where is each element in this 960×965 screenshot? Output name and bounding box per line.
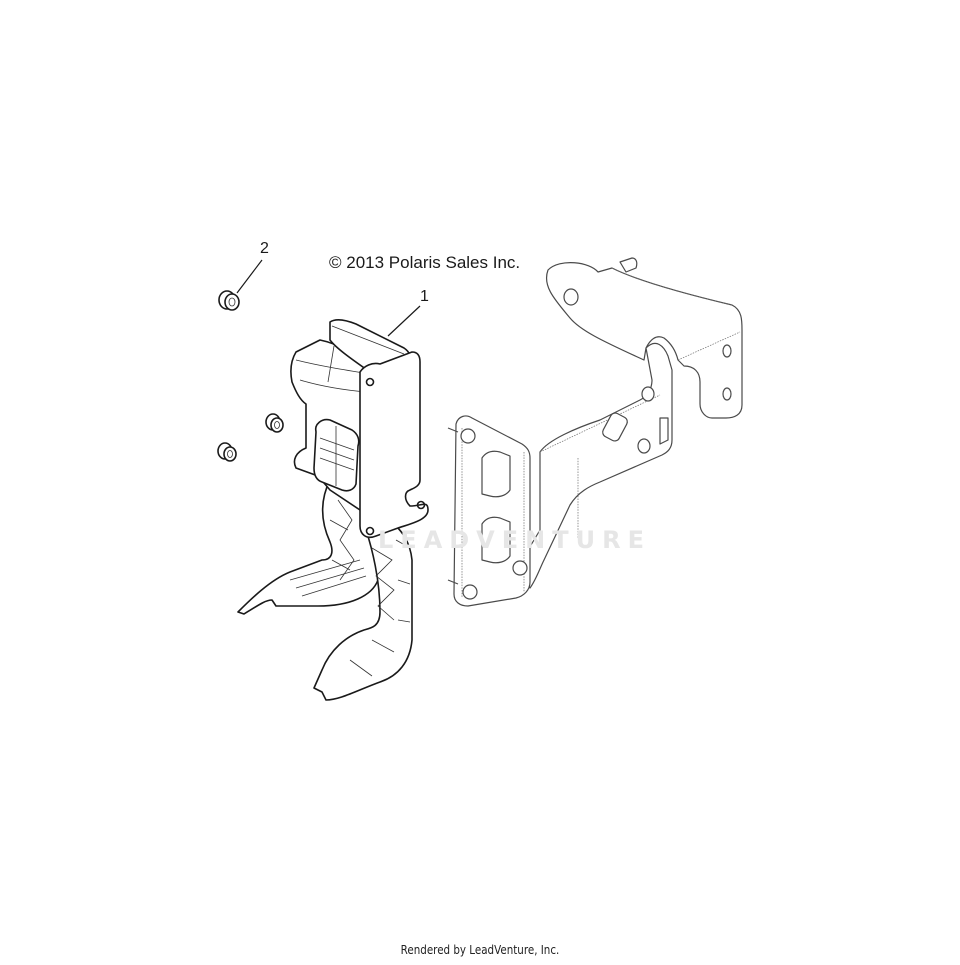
callout-1[interactable]: 1 — [420, 288, 429, 305]
watermark-text: LEADVENTURE — [378, 526, 651, 554]
copyright-text: © 2013 Polaris Sales Inc. — [329, 253, 521, 272]
mounting-bracket — [447, 257, 743, 607]
pedal-assembly — [237, 305, 429, 701]
footer-credit: Rendered by LeadVenture, Inc. — [400, 943, 560, 957]
callout-2[interactable]: 2 — [260, 240, 269, 257]
nut-top — [218, 259, 263, 311]
nut-lower — [217, 442, 237, 462]
nut-middle — [265, 413, 284, 433]
